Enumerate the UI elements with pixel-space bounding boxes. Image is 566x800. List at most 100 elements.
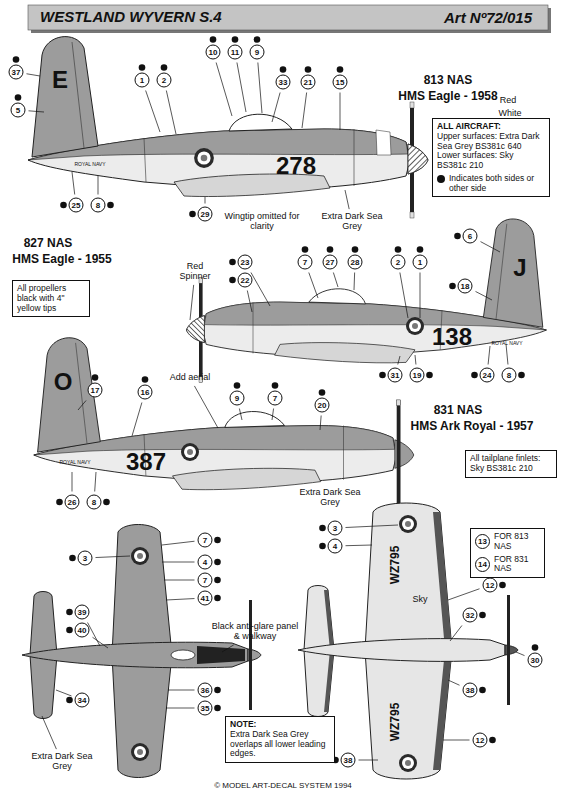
both-sides-dot [214,595,221,602]
navy-marking: ROYAL NAVY [491,340,522,346]
callout-number: 39 [75,605,90,620]
callout-number: 30 [528,653,543,668]
callout-number: 9 [250,45,265,60]
leader-line [354,273,356,291]
serial-number: WZ795 [388,703,402,742]
squadron-heading: 827 NAS [24,236,73,250]
both-sides-dot [69,555,76,562]
aircraft-813 [376,130,428,174]
leader-line [448,589,480,600]
leader-line [481,242,501,252]
callout-number: 17 [88,383,103,398]
legend-text: Indicates both sides or other side [449,174,545,194]
callout-number: 33 [276,75,291,90]
callout-number: 28 [348,255,363,270]
leader-line [166,708,195,709]
callout-number: 3 [78,551,93,566]
note-box: All tailplane finlets: Sky BS381c 210 [465,450,557,478]
note-label: Wingtip omitted for clarity [217,212,307,232]
callout-number: 18 [458,279,473,294]
aircraft-code: 387 [126,450,166,474]
aircraft-827 [186,316,204,343]
leader-line [194,386,218,428]
both-sides-dot [15,94,22,101]
leader-line [162,541,195,545]
callout-number: 7 [268,391,283,406]
note-label: Red Spinner [174,262,216,282]
callout-number: 41 [198,591,213,606]
both-sides-dot [305,66,312,73]
callout-number: 25 [69,198,84,213]
serial-number: WZ795 [388,546,402,585]
squadron-heading: HMS Ark Royal - 1957 [411,419,534,433]
leader-line [29,111,45,112]
title-bar [28,5,548,30]
leader-line [239,409,242,421]
aircraft-code: O [54,370,73,394]
callout-number: 8 [87,495,102,510]
note-box: 13FOR 813 NAS14FOR 831 NAS [470,528,545,578]
both-sides-dot [92,374,99,381]
leader-line [95,472,96,492]
sheet-number: Art Nº72/015 [444,9,532,26]
leader-line [359,760,379,761]
both-sides-dot [327,246,334,253]
callout-number: 29 [198,207,213,222]
callout-number: 40 [75,623,90,638]
leader-line [320,416,321,431]
callout-number: 2 [157,73,172,88]
callout-number: 38 [341,753,356,768]
both-sides-dot [214,559,221,566]
both-sides-dot [272,382,279,389]
both-sides-dot [379,372,386,379]
aircraft-831 [34,338,414,510]
both-sides-dot [302,246,309,253]
leader-line [166,91,176,135]
both-sides-dot [234,382,241,389]
note-text: Upper surfaces: Extra Dark Sea Grey BS38… [437,132,545,152]
leader-line [272,409,274,421]
callout-number: 16 [138,385,153,400]
note-label: Red [500,96,517,106]
both-sides-dot [337,66,344,73]
navy-marking: ROYAL NAVY [59,459,90,465]
callout-number: 7 [198,573,213,588]
both-sides-dot [454,233,461,240]
callout-number: 19 [410,368,425,383]
callout-number: 34 [75,693,90,708]
leader-line [164,580,195,581]
leader-line [88,623,100,647]
leader-line [346,545,373,547]
leader-line [400,273,408,319]
both-sides-dot [499,582,506,589]
leader-line [488,346,490,365]
note-label: Extra Dark Sea Grey [299,488,361,508]
leader-line [98,176,99,195]
aircraft-831 [181,443,199,461]
colour-note-box: ALL AIRCRAFT:Upper surfaces: Extra Dark … [432,118,550,197]
leader-line [190,285,194,320]
leader-line [420,273,421,319]
leader-line [346,525,399,528]
leader-line [506,344,508,365]
leader-line [398,356,400,365]
aircraft-813 [28,37,428,218]
callout-number: 3 [328,521,343,536]
callout-number: 26 [65,495,80,510]
both-sides-dot [229,259,236,266]
both-sides-dot [107,202,114,209]
lower-plan-view [298,639,505,662]
note-box: NOTE:Extra Dark Sea Grey overlaps all lo… [225,716,335,763]
both-sides-dot [417,246,424,253]
callout-number: 20 [315,398,330,413]
callout-number: 1 [135,73,150,88]
callout-number: 8 [91,198,106,213]
leader-line [222,645,234,652]
aircraft-813 [376,130,391,155]
both-sides-dot [214,577,221,584]
leader-line [146,91,160,133]
note-text: FOR 831 NAS [494,555,540,575]
upper-plan-view [131,743,149,761]
note-text: FOR 813 NAS [494,532,540,552]
both-sides-dot [214,687,221,694]
